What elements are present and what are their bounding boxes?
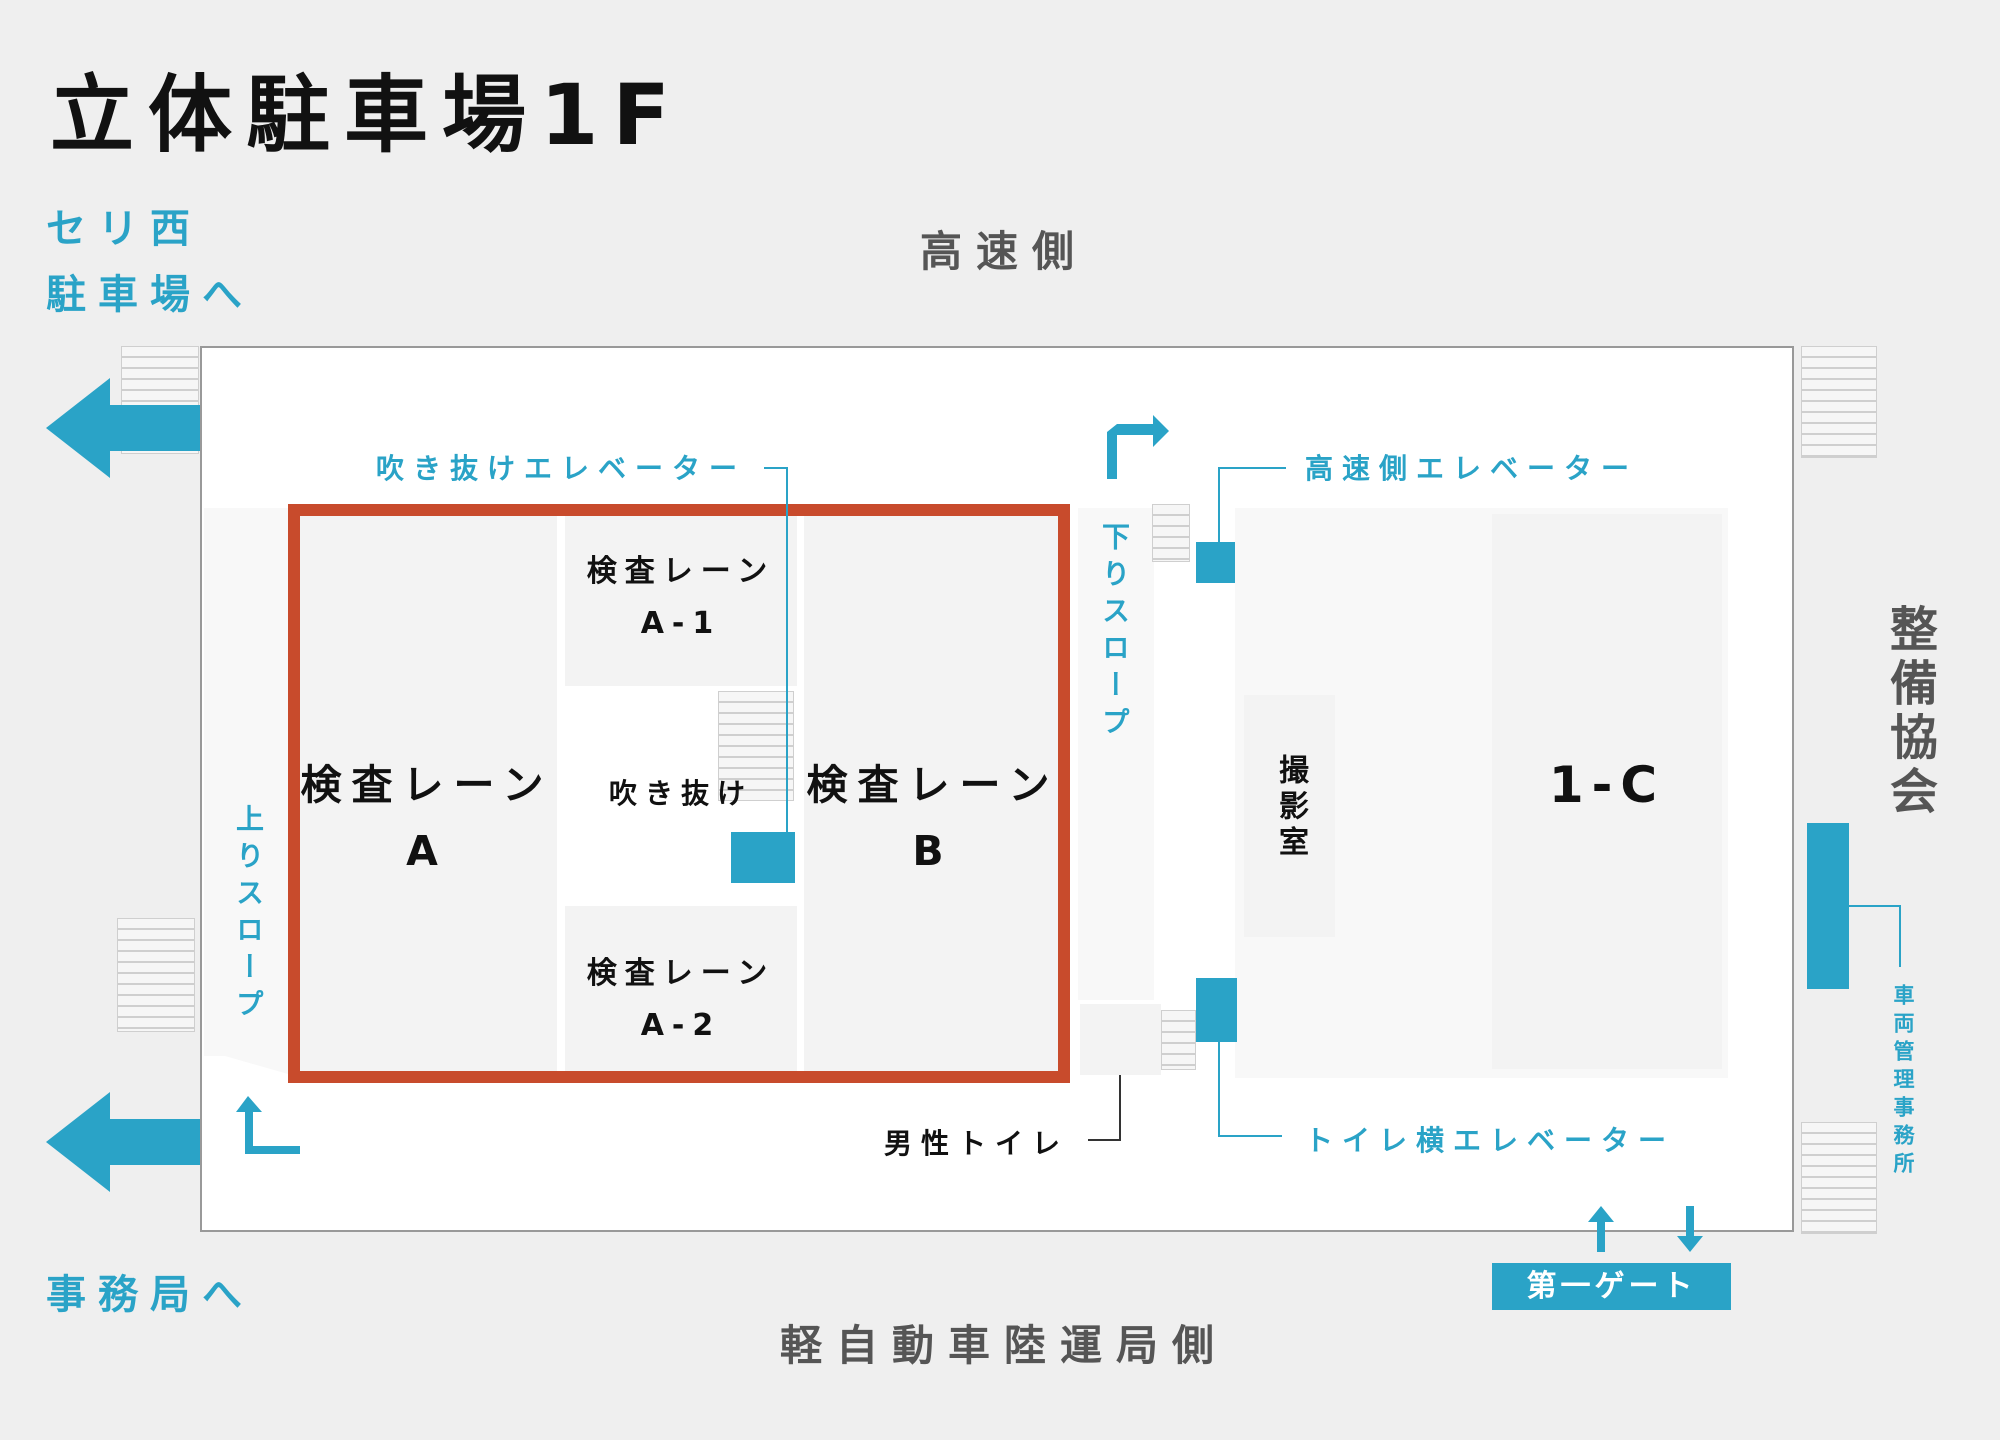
up-slope-area [204, 508, 288, 1056]
toilet-elevator-label: トイレ横エレベーター [1305, 1124, 1676, 1157]
leader-line [1088, 1139, 1121, 1141]
page-title: 立体駐車場1F [50, 66, 684, 164]
exit-label-seri-west: セリ西 駐車場へ [46, 196, 254, 328]
atrium-elevator [731, 832, 795, 883]
stairs [117, 918, 195, 1032]
leader-line [786, 467, 788, 833]
lane-b-title: 検査レーン [806, 761, 1060, 809]
lane-a1-area [565, 514, 797, 686]
maintenance-association-label: 整備協会 [1881, 604, 1937, 820]
stairs [1801, 346, 1877, 458]
highway-elevator-label: 高速側エレベーター [1305, 452, 1639, 485]
exit-arrow-left-icon [46, 378, 200, 478]
down-slope-arrow-icon [1107, 415, 1169, 479]
stairs [718, 691, 794, 801]
down-slope-area [1078, 508, 1154, 1000]
exit-label-office: 事務局へ [46, 1272, 254, 1318]
leader-line [1119, 1075, 1121, 1141]
leader-line [1218, 467, 1220, 543]
first-gate-label: 第一ゲート [1492, 1263, 1731, 1310]
lane-a2-code: A-2 [640, 1008, 722, 1043]
lane-b-label: 検査レーン B [804, 752, 1062, 884]
lane-a-area [297, 514, 557, 1071]
leader-line [764, 467, 788, 469]
stairs [1801, 1122, 1877, 1234]
mens-toilet-room [1080, 1004, 1161, 1075]
atrium-elevator-label: 吹き抜けエレベーター [376, 452, 747, 485]
photo-room-label: 撮影室 [1273, 754, 1308, 862]
down-slope-label: 下りスロープ [1098, 522, 1131, 744]
mens-toilet-label: 男性トイレ [884, 1127, 1070, 1160]
stairs [1161, 1010, 1196, 1070]
direction-bottom-label: 軽自動車陸運局側 [779, 1321, 1229, 1370]
leader-line [1218, 467, 1286, 469]
exit-label-line1: セリ西 [46, 206, 202, 252]
toilet-side-elevator [1196, 978, 1237, 1042]
vehicle-office-label: 車両管理事務所 [1891, 984, 1915, 1180]
vehicle-office-building [1807, 823, 1849, 989]
lane-a-label: 検査レーン A [297, 752, 557, 884]
lane-a1-title: 検査レーン [586, 554, 776, 589]
area-1c-label: 1-C [1548, 756, 1666, 814]
lane-b-code: B [912, 827, 954, 875]
atrium-label: 吹き抜け [608, 777, 753, 810]
direction-top-label: 高速側 [919, 227, 1089, 276]
lane-a-title: 検査レーン [300, 761, 554, 809]
highlighted-inspection-zone [288, 504, 1070, 1083]
exit-label-line2: 駐車場へ [46, 272, 254, 318]
leader-line [1218, 1135, 1282, 1137]
lane-a2-label: 検査レーン A-2 [565, 948, 797, 1052]
leader-line [1899, 905, 1901, 967]
lane-b-area [804, 514, 1062, 1071]
stairs [1152, 504, 1190, 562]
leader-line [1218, 1042, 1220, 1137]
slope-edge [204, 1050, 288, 1074]
entry-arrow-up-icon [1588, 1206, 1614, 1252]
exit-arrow-left-icon [46, 1092, 200, 1192]
exit-arrow-down-icon [1677, 1206, 1703, 1252]
up-slope-arrow-icon [236, 1096, 300, 1154]
highway-side-elevator [1196, 542, 1237, 583]
area-1c [1492, 514, 1722, 1069]
lane-a-code: A [406, 827, 448, 875]
lane-a2-title: 検査レーン [586, 956, 776, 991]
lane-a1-code: A-1 [640, 606, 722, 641]
up-slope-label: 上りスロープ [232, 804, 265, 1026]
photo-room [1244, 695, 1335, 937]
lane-a2-area [565, 906, 797, 1071]
lane-a1-label: 検査レーン A-1 [565, 546, 797, 650]
leader-line [1849, 905, 1901, 907]
